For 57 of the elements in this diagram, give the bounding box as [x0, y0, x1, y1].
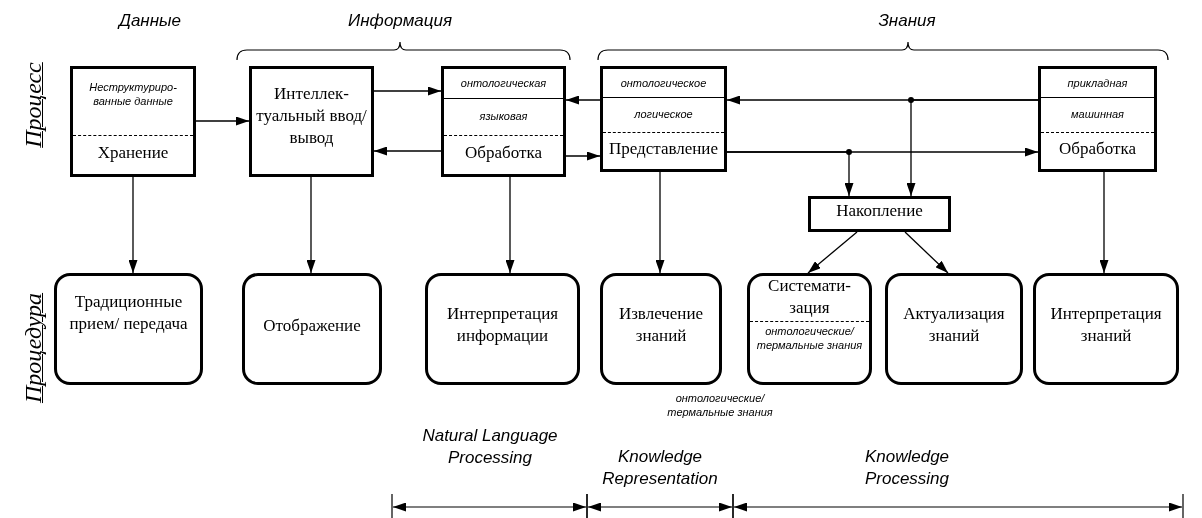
process-box	[600, 66, 727, 172]
box-subtitle: онтологическое	[619, 76, 708, 90]
process-box	[1038, 66, 1157, 172]
box-title: Интерпретация знаний	[1049, 303, 1163, 347]
annotation-text: онтологические/ термальные знания	[666, 391, 774, 419]
arrow	[195, 116, 250, 126]
section-heading: Информация	[347, 10, 453, 32]
arrow	[906, 99, 1039, 197]
section-heading: Natural Language Processing	[421, 425, 559, 469]
row-heading: Процесс	[19, 61, 47, 150]
box-subtitle: онтологические/ термальные знания	[755, 324, 864, 352]
box-title: Представление	[607, 138, 720, 160]
box-title: Отображение	[262, 315, 362, 337]
procedure-box	[54, 273, 203, 385]
arrow	[373, 146, 442, 156]
procedure-box	[885, 273, 1023, 385]
box-subtitle: языковая	[478, 109, 529, 123]
arrow	[128, 176, 138, 274]
procedure-box	[242, 273, 382, 385]
arrow	[904, 231, 949, 274]
arrow	[726, 151, 854, 197]
box-title: Накопление	[835, 200, 924, 222]
arrow	[373, 86, 442, 96]
row-heading: Процедура	[19, 291, 47, 406]
box-title: Извлечение знаний	[617, 303, 705, 347]
box-title: Обработка	[1058, 138, 1137, 160]
arrow	[565, 95, 601, 105]
box-subtitle: Неструктуриро- ванные данные	[88, 80, 178, 108]
arrow	[306, 176, 316, 274]
process-box	[441, 66, 566, 177]
box-title: Актуализация знаний	[902, 303, 1006, 347]
box-title: Традиционные прием/ передача	[68, 291, 189, 335]
procedure-box	[600, 273, 722, 385]
procedure-box	[425, 273, 580, 385]
section-heading: Данные	[116, 10, 183, 32]
arrow	[655, 171, 665, 274]
arrow	[505, 176, 515, 274]
box-title: Обработка	[464, 142, 543, 164]
process-box	[249, 66, 374, 177]
arrow	[565, 151, 601, 161]
box-title: Интеллек- туальный ввод/вывод	[255, 83, 368, 149]
procedure-box	[747, 273, 872, 385]
process-box	[808, 196, 951, 232]
process-box	[70, 66, 196, 177]
box-subtitle: машинная	[1070, 107, 1125, 121]
box-title: Интерпретация информации	[445, 303, 560, 347]
procedure-box	[1033, 273, 1179, 385]
section-heading: Знания	[877, 10, 937, 32]
section-heading: Knowledge Representation	[601, 446, 719, 490]
box-title: Системати- зация	[767, 275, 852, 319]
box-subtitle: логическое	[633, 107, 694, 121]
box-subtitle: прикладная	[1066, 76, 1129, 90]
box-subtitle: онтологическая	[459, 76, 548, 90]
arrow	[807, 231, 858, 274]
section-heading: Knowledge Processing	[863, 446, 951, 490]
box-title: Хранение	[96, 142, 170, 164]
arrow	[1099, 171, 1109, 274]
